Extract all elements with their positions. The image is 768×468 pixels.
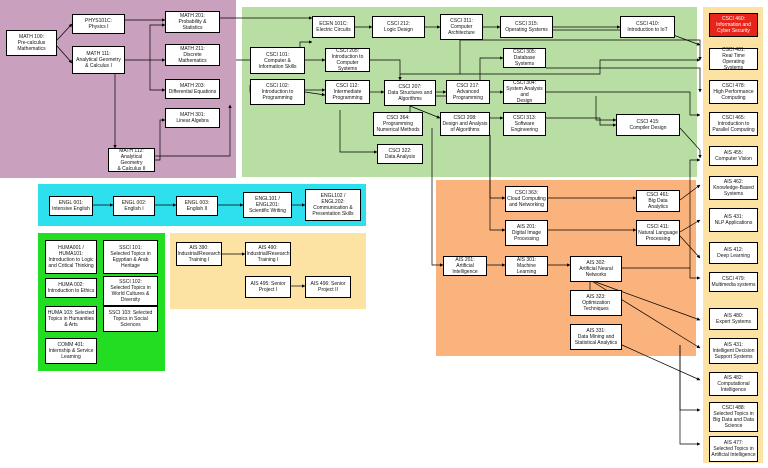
course-engl101[interactable]: ENGL101 /ENGL201:Scientific Writing bbox=[243, 192, 292, 218]
course-csci101[interactable]: CSCI 101:Computer &Information Skills bbox=[250, 47, 305, 74]
course-ais455[interactable]: AIS 455:Computer Vision bbox=[709, 146, 758, 166]
course-math111[interactable]: MATH 111:Analytical Geometry& Calculus I bbox=[72, 46, 125, 74]
course-huma002[interactable]: HUMA 002:Introduction to Ethics bbox=[45, 278, 97, 298]
course-ais431[interactable]: AIS 431:NLP Applications bbox=[709, 208, 758, 232]
course-csci479[interactable]: CSCI 479:Multimedia systems bbox=[709, 272, 758, 292]
course-engl001[interactable]: ENGL 001:Intensive English bbox=[49, 196, 93, 216]
course-phys101c[interactable]: PHYS101C:Physics I bbox=[72, 14, 125, 34]
course-math112[interactable]: MATH 112:Analytical Geometry& Calculus I… bbox=[108, 148, 155, 172]
course-ais201-ai[interactable]: AIS 201:Artificial Intelligence bbox=[443, 256, 487, 276]
course-csci461[interactable]: CSCI 461:Big Data Analytics bbox=[636, 190, 680, 212]
course-ais480[interactable]: AIS 480:Expert Systems bbox=[709, 308, 758, 330]
course-engl003[interactable]: ENGL 003:English II bbox=[176, 196, 218, 216]
course-csci305[interactable]: CSCI 305:Database Systems bbox=[503, 48, 546, 68]
course-math301[interactable]: MATH 301:Linear Algebra bbox=[165, 108, 220, 128]
course-csci212[interactable]: CSCI 212:Logic Design bbox=[372, 16, 425, 38]
course-csci410[interactable]: CSCI 410:Introduction to IoT bbox=[620, 16, 675, 38]
course-ais301[interactable]: AIS 301:Machine Learning bbox=[505, 256, 548, 276]
course-engl002[interactable]: ENGL 002:English I bbox=[113, 196, 155, 216]
course-csci415[interactable]: CSCI 415:Compiler Design bbox=[616, 114, 680, 136]
course-math203[interactable]: MATH 203:Differential Equations bbox=[165, 79, 220, 99]
course-engl102[interactable]: ENGL102 /ENGL202:Communication &Presenta… bbox=[305, 189, 361, 221]
course-ais412[interactable]: AIS 412:Deep Learning bbox=[709, 242, 758, 264]
course-csci315[interactable]: CSCI 315:Operating Systems bbox=[500, 16, 553, 38]
course-csci322[interactable]: CSCI 322:Data Analysis bbox=[377, 144, 423, 164]
course-math201[interactable]: MATH 201:Probability &Statistics bbox=[165, 11, 220, 33]
course-ecen101c[interactable]: ECEN 101C:Electric Circuits bbox=[312, 16, 355, 38]
